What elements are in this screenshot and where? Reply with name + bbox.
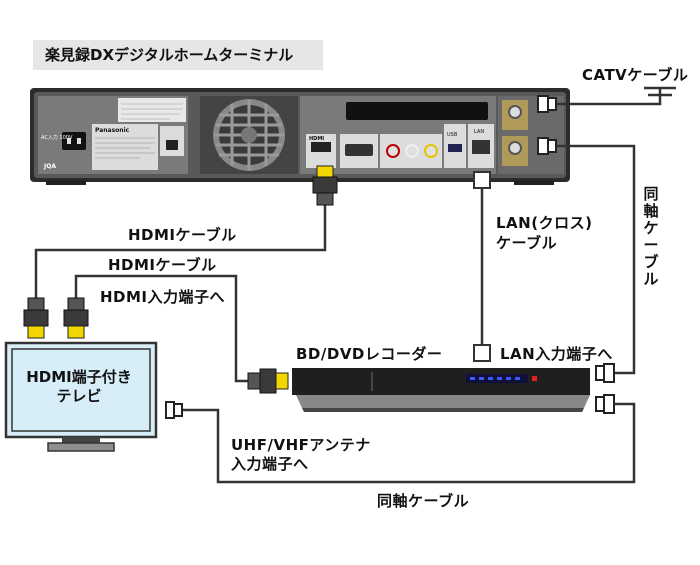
hdmi-plug-tv-2	[63, 297, 89, 339]
coax-cable-stb-recorder	[552, 144, 636, 375]
coax-plugs-recorder	[595, 363, 615, 414]
lan-cross-label-line1: LAN(クロス)	[496, 214, 593, 232]
coax-plug-tv	[165, 401, 183, 419]
ac-inlet: AC入力 100V	[41, 132, 86, 150]
cables	[34, 88, 662, 484]
hdmi-cable-label-1: HDMIケーブル	[128, 226, 237, 244]
hdmi-cable-label-2: HDMIケーブル	[108, 256, 217, 274]
coax-cable-vertical-label: 同軸ケーブル	[643, 185, 659, 288]
hdmi-plug-tv-1	[23, 297, 49, 339]
hdmi-cable-recorder-tv	[74, 274, 250, 383]
coax-plugs-stb	[537, 95, 557, 155]
catv-line-symbol	[644, 86, 676, 97]
ac-in-label: AC入力 100V	[41, 134, 73, 141]
catv-cable	[552, 88, 662, 106]
hdmi-plug-recorder	[247, 368, 289, 394]
set-top-box: AC入力 100V Panasonic JQA	[30, 88, 570, 185]
coax-cable-recorder-tv	[180, 402, 636, 484]
television	[4, 341, 158, 452]
lan-port-label: LAN	[474, 129, 484, 135]
lan-cross-label-line2: ケーブル	[496, 234, 558, 252]
hdmi-port-label: HDMI	[309, 136, 324, 142]
hdmi-input-label: HDMI入力端子へ	[100, 288, 226, 306]
usb-port-label: USB	[447, 132, 458, 138]
catv-cable-label: CATVケーブル	[582, 66, 689, 84]
coax-cable-bottom-label: 同軸ケーブル	[377, 492, 470, 510]
brand-label: Panasonic	[95, 127, 130, 134]
bd-dvd-recorder	[292, 368, 590, 412]
tv-label-line1: HDMI端子付き	[26, 368, 132, 386]
lan-plug-recorder	[473, 344, 491, 362]
jqa-label: JQA	[43, 163, 56, 170]
tv-screen-text: HDMI端子付き テレビ	[14, 368, 144, 406]
uhf-vhf-label-line1: UHF/VHFアンテナ	[231, 436, 371, 454]
uhf-vhf-label-line2: 入力端子へ	[231, 455, 309, 473]
lan-input-label: LAN入力端子へ	[500, 345, 613, 363]
hdmi-plug-stb	[312, 165, 338, 206]
tv-label-line2: テレビ	[56, 387, 102, 405]
recorder-label: BD/DVDレコーダー	[296, 345, 443, 363]
hdmi-cable-stb-tv	[34, 205, 327, 298]
page-title: 楽見録DXデジタルホームターミナル	[33, 40, 323, 70]
lan-plug-stb	[473, 171, 491, 189]
cooling-fan	[200, 96, 298, 174]
